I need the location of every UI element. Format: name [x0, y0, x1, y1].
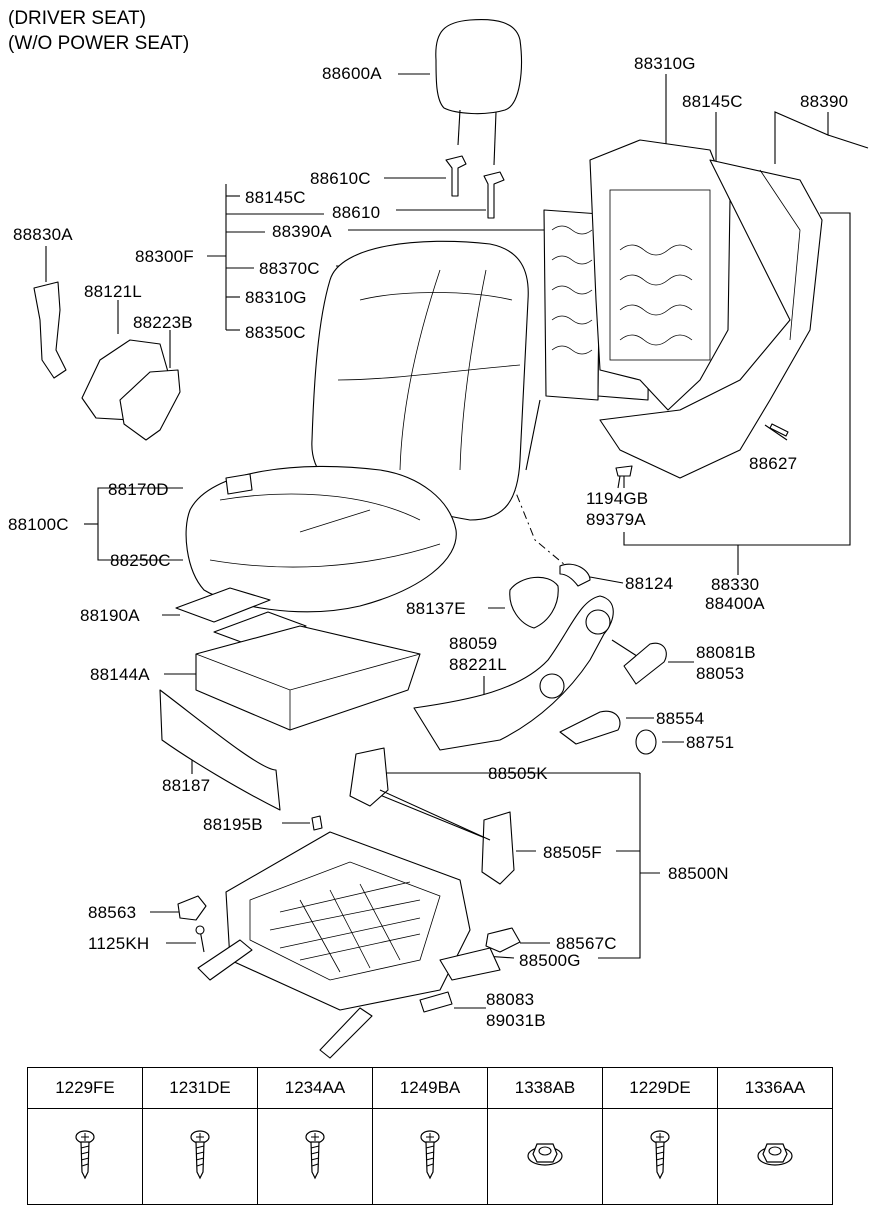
callout-88627: 88627 [749, 454, 798, 473]
callout-88170D: 88170D [108, 480, 169, 499]
callout-88081B: 88081B [696, 643, 756, 662]
hardware-code: 1338AB [488, 1068, 602, 1109]
callout-88145C-right: 88145C [682, 92, 743, 111]
seat-back-drawing [311, 139, 823, 521]
callout-89379A: 89379A [586, 510, 646, 529]
diagram-title: (DRIVER SEAT) [8, 8, 146, 29]
callout-88300F: 88300F [135, 247, 194, 266]
callout-88400A: 88400A [705, 594, 765, 613]
hardware-cell: 1336AA [718, 1068, 832, 1204]
callout-88190A: 88190A [80, 606, 140, 625]
hardware-code: 1336AA [718, 1068, 832, 1109]
screw-icon [305, 1130, 325, 1180]
headrest-drawing [435, 19, 522, 219]
recliner-drawing [413, 563, 667, 1013]
screw-icon [75, 1130, 95, 1180]
callout-88250C: 88250C [110, 551, 171, 570]
callout-89031B: 89031B [486, 1011, 546, 1030]
callout-88137E: 88137E [406, 599, 466, 618]
side-cover-drawing [33, 281, 181, 441]
callout-88500N: 88500N [668, 864, 729, 883]
callout-88083: 88083 [486, 990, 535, 1009]
callout-88567C: 88567C [556, 934, 617, 953]
hardware-cell: 1249BA [373, 1068, 488, 1204]
callout-1125KH: 1125KH [88, 934, 150, 953]
callout-88124: 88124 [625, 574, 674, 593]
hardware-code: 1249BA [373, 1068, 487, 1109]
callout-88500G: 88500G [519, 951, 581, 970]
screw-icon [190, 1130, 210, 1180]
callout-88610: 88610 [332, 203, 381, 222]
callout-88145C-left: 88145C [245, 188, 306, 207]
callout-88751: 88751 [686, 733, 735, 752]
hardware-cell: 1229DE [603, 1068, 718, 1204]
callout-88554: 88554 [656, 709, 705, 728]
diagram-subtitle: (W/O POWER SEAT) [8, 33, 190, 54]
callout-88053: 88053 [696, 664, 745, 683]
callout-88100C: 88100C [8, 515, 69, 534]
seat-frame-drawing [177, 747, 521, 1059]
hardware-table: 1229FE 1231DE 1234AA [27, 1067, 833, 1205]
screw-icon [420, 1130, 440, 1180]
hardware-code: 1229DE [603, 1068, 717, 1109]
nut-icon [527, 1143, 563, 1166]
callout-88221L: 88221L [449, 655, 507, 674]
seat-cushion-drawing [159, 465, 457, 811]
hardware-code: 1234AA [258, 1068, 372, 1109]
callout-88830A: 88830A [13, 225, 73, 244]
callout-88563: 88563 [88, 903, 137, 922]
nut-icon [757, 1143, 793, 1166]
callout-88059: 88059 [449, 634, 498, 653]
hardware-cell: 1231DE [143, 1068, 258, 1204]
callout-88610C: 88610C [310, 169, 371, 188]
callout-88390A: 88390A [272, 222, 332, 241]
hardware-cell: 1229FE [28, 1068, 143, 1204]
callout-1194GB: 1194GB [586, 489, 649, 508]
screw-icon [650, 1130, 670, 1180]
callout-88195B: 88195B [203, 815, 263, 834]
callout-88350C: 88350C [245, 323, 306, 342]
hardware-cell: 1234AA [258, 1068, 373, 1204]
callout-88505K: 88505K [488, 764, 548, 783]
hardware-cell: 1338AB [488, 1068, 603, 1204]
callout-88310G-left: 88310G [245, 288, 307, 307]
callout-88600A: 88600A [322, 64, 382, 83]
callout-88330: 88330 [711, 575, 760, 594]
callout-88223B: 88223B [133, 313, 193, 332]
callout-88144A: 88144A [90, 665, 150, 684]
callout-88310G-right: 88310G [634, 54, 696, 73]
callout-88390: 88390 [800, 92, 849, 111]
hardware-code: 1229FE [28, 1068, 142, 1109]
hardware-code: 1231DE [143, 1068, 257, 1109]
callout-88121L: 88121L [84, 282, 142, 301]
callout-88370C: 88370C [259, 259, 320, 278]
callout-88187: 88187 [162, 776, 211, 795]
callout-88505F: 88505F [543, 843, 602, 862]
